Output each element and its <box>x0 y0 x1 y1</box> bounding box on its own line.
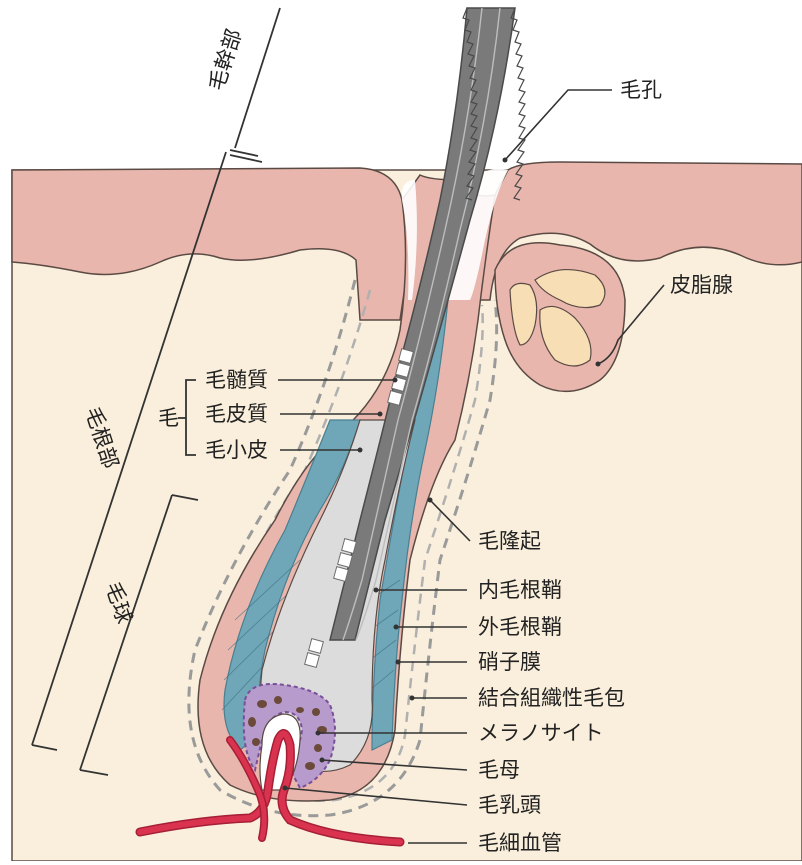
label-hair: 毛 <box>158 406 179 430</box>
label-inner-root-sheath: 内毛根鞘 <box>478 578 562 602</box>
label-connective-tissue-sheath: 結合組織性毛包 <box>478 686 625 710</box>
label-bulge: 毛隆起 <box>478 529 541 553</box>
vertical-label-hair-shaft-part: 毛幹部 <box>204 26 246 93</box>
label-capillary: 毛細血管 <box>478 831 562 855</box>
label-cuticle: 毛小皮 <box>205 438 268 462</box>
label-dermal-papilla: 毛乳頭 <box>478 793 541 817</box>
label-medulla: 毛髄質 <box>205 368 268 392</box>
label-melanocyte: メラノサイト <box>478 721 604 745</box>
label-sebaceous-gland: 皮脂腺 <box>670 273 733 297</box>
label-hair-matrix: 毛母 <box>478 758 520 782</box>
label-pore: 毛孔 <box>620 78 662 102</box>
label-hair-shaft-part: 毛幹部 <box>204 26 246 93</box>
label-outer-root-sheath: 外毛根鞘 <box>478 615 562 639</box>
label-glassy-membrane: 硝子膜 <box>478 650 541 674</box>
label-cortex: 毛皮質 <box>205 402 268 426</box>
